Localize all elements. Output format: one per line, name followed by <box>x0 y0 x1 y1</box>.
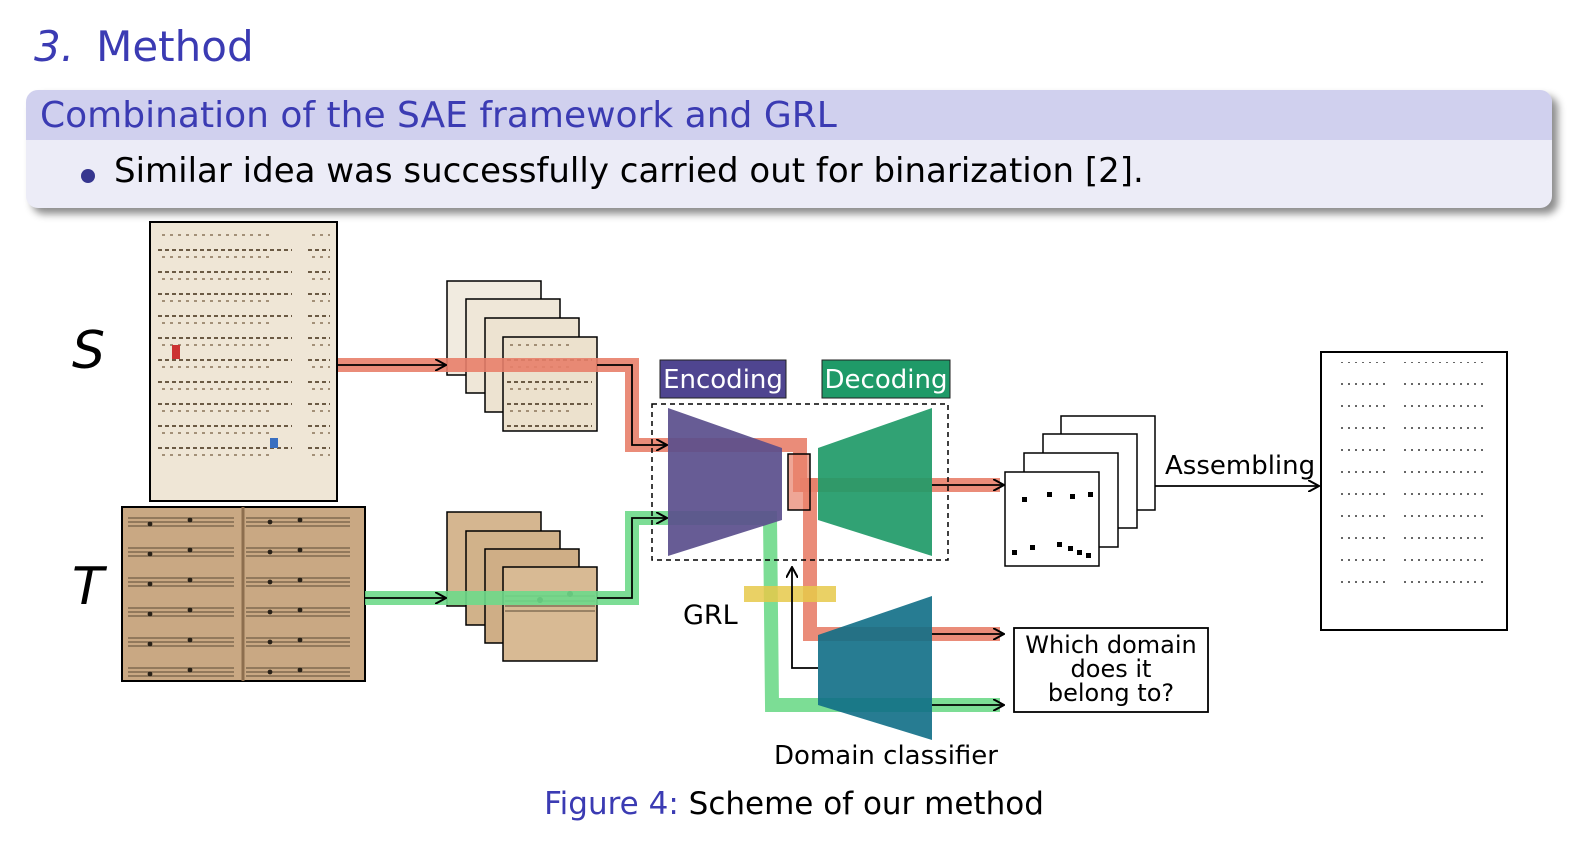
binarized-output-page <box>1320 351 1508 631</box>
question-line-1: Which domain <box>1025 631 1197 659</box>
section-title: Method <box>96 22 254 71</box>
decoder-block <box>818 408 932 556</box>
source-encoder-arrow <box>597 364 666 445</box>
bullet-icon <box>81 169 95 183</box>
block-header: Combination of the SAE framework and GRL <box>26 90 1552 140</box>
source-domain-label: S <box>72 321 105 381</box>
domain-classifier-label: Domain classifier <box>774 741 998 771</box>
encoding-label: Encoding <box>663 365 783 395</box>
figure-caption: Figure 4: Scheme of our method <box>0 786 1588 822</box>
target-encoder-arrow <box>597 518 666 599</box>
question-line-3: belong to? <box>1048 679 1174 707</box>
assembling-label: Assembling <box>1165 451 1315 481</box>
domain-classifier-block <box>818 596 932 740</box>
source-patches <box>446 280 598 432</box>
output-patches <box>1004 415 1156 567</box>
question-line-2: does it <box>1071 655 1152 683</box>
slide-title: 3. Method <box>34 22 254 71</box>
grl-layer <box>744 586 836 602</box>
bullet-text: Similar idea was successfully carried ou… <box>114 151 1144 191</box>
gradient-reversal-arrow <box>792 568 818 669</box>
decoding-label: Decoding <box>825 365 948 395</box>
grl-label: GRL <box>683 600 738 631</box>
caption-text: Scheme of our method <box>688 786 1044 822</box>
autoencoder-frame <box>651 403 949 561</box>
decoding-tag: Decoding <box>821 359 951 399</box>
content-block: Combination of the SAE framework and GRL… <box>26 90 1552 208</box>
source-manuscript-image <box>149 221 338 502</box>
target-manuscript-image <box>121 506 366 682</box>
domain-question-box: Which domain does it belong to? <box>1013 627 1209 713</box>
section-number: 3. <box>34 22 75 71</box>
target-domain-label: T <box>72 557 108 617</box>
figure-label: Figure 4: <box>544 786 679 822</box>
encoder-block <box>668 408 782 556</box>
latent-code <box>787 453 811 511</box>
target-patches <box>446 511 598 662</box>
encoding-tag: Encoding <box>659 359 787 399</box>
block-body: Similar idea was successfully carried ou… <box>26 140 1552 208</box>
